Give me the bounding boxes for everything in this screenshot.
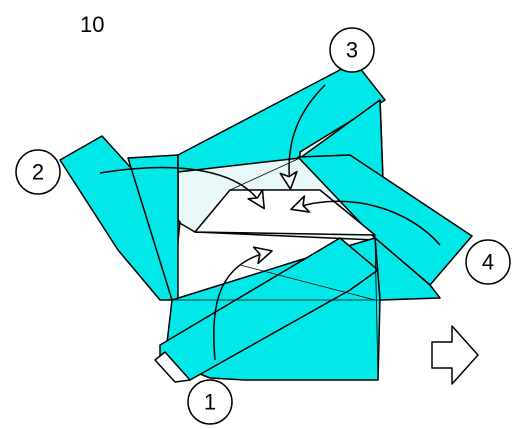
fold-lines: [172, 155, 380, 381]
hollow-right-arrow-icon: [431, 325, 479, 385]
arrow-2: [99, 166, 266, 210]
callout-1: 1: [187, 379, 233, 425]
step-number: 10: [80, 12, 104, 37]
callout-4: 4: [465, 239, 511, 285]
callout-3-label: 3: [346, 38, 358, 63]
callout-3: 3: [329, 27, 375, 73]
callout-2: 2: [15, 149, 61, 195]
arrow-4: [290, 195, 441, 246]
flap-1-tip: [154, 351, 191, 383]
motion-arrows: [99, 84, 441, 361]
callout-4-label: 4: [482, 250, 494, 275]
model-body: [59, 61, 473, 383]
arrow-1: [213, 246, 273, 361]
arrow-3: [279, 84, 326, 190]
callout-2-label: 2: [32, 160, 44, 185]
callout-1-label: 1: [204, 390, 216, 415]
